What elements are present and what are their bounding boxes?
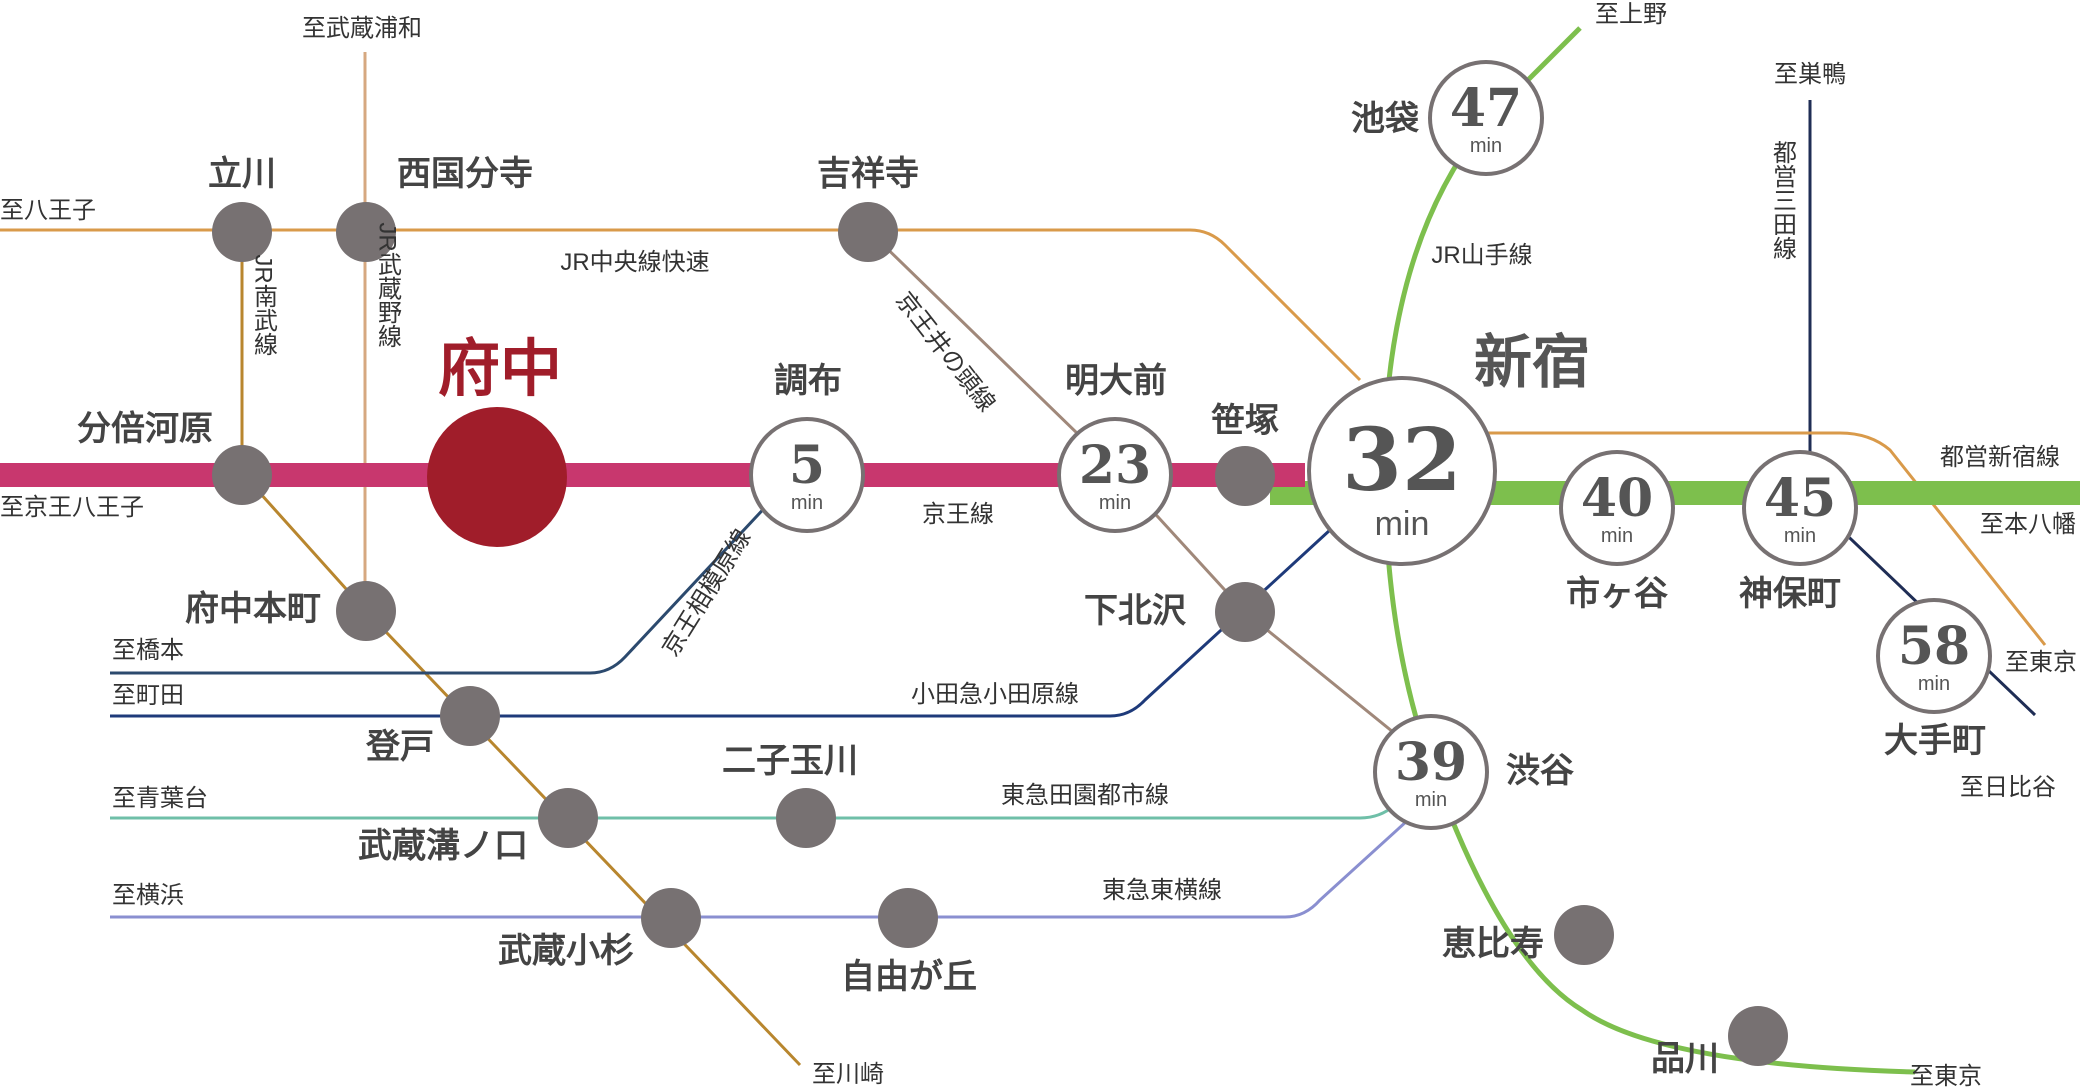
station-marker-sasazuka[interactable]	[1215, 446, 1275, 506]
station-label-bubaigawara: 分倍河原	[77, 409, 213, 449]
station-marker-musashimizonokuchi[interactable]	[538, 788, 598, 848]
station-label-shimokitazawa: 下北沢	[1084, 591, 1187, 631]
dest-keiohachioji: 至京王八王子	[0, 494, 144, 521]
timed-station-value-ichigaya: 40	[1581, 468, 1653, 529]
station-label-kichijoji: 吉祥寺	[817, 154, 919, 194]
station-marker-ebisu[interactable]	[1554, 905, 1614, 965]
line-keio-inokashira	[866, 228, 1431, 764]
station-label-shinagawa: 品川	[1651, 1039, 1719, 1079]
station-label-futakotamagawa: 二子玉川	[722, 741, 858, 781]
timed-station-value-shibuya: 39	[1395, 732, 1467, 793]
timed-station-value-jimbocho: 45	[1764, 468, 1836, 529]
timed-station-value-otemachi: 58	[1898, 616, 1970, 677]
station-marker-shimokitazawa[interactable]	[1215, 582, 1275, 642]
station-marker-noborito[interactable]	[440, 686, 500, 746]
line-tokyu-toyoko	[110, 818, 1410, 919]
dest-machida: 至町田	[112, 682, 184, 709]
station-marker-tachikawa[interactable]	[212, 202, 272, 262]
line-label-toei-shinjuku: 都営新宿線	[1940, 444, 2060, 471]
station-marker-shinagawa[interactable]	[1728, 1006, 1788, 1066]
dest-sugamo: 至巣鴨	[1774, 61, 1846, 88]
dest-hashimoto: 至橋本	[112, 637, 184, 664]
timed-station-marker-shibuya[interactable]	[1373, 714, 1489, 830]
station-marker-bubaigawara[interactable]	[212, 445, 272, 505]
dest-hachioji: 至八王子	[0, 197, 96, 224]
line-label-tokyu-toyoko: 東急東横線	[1102, 877, 1222, 904]
station-label-noborito: 登戸	[365, 727, 434, 767]
timed-station-label-meidaimae: 明大前	[1065, 361, 1167, 401]
dest-kawasaki: 至川崎	[812, 1061, 884, 1088]
line-jr-chuo-east	[1400, 431, 2047, 646]
timed-station-marker-ikebukuro[interactable]	[1428, 60, 1544, 176]
timed-station-marker-ichigaya[interactable]	[1559, 450, 1675, 566]
station-label-jiyugaoka: 自由が丘	[841, 957, 977, 997]
timed-station-value-chofu: 5	[789, 435, 825, 496]
station-label-sasazuka: 笹塚	[1211, 401, 1279, 441]
timed-station-label-jimbocho: 神保町	[1739, 574, 1841, 614]
line-jr-chuo	[0, 228, 1362, 382]
dest-yokohama: 至横浜	[112, 882, 184, 909]
timed-station-marker-jimbocho[interactable]	[1742, 450, 1858, 566]
timed-station-label-ichigaya: 市ヶ谷	[1566, 574, 1668, 614]
timed-stations: 5min調布23min明大前47min池袋40min市ヶ谷45min神保町58m…	[749, 60, 1992, 830]
timed-station-unit-jimbocho: min	[1784, 525, 1816, 547]
station-label-musashimizonokuchi: 武蔵溝ノ口	[358, 826, 528, 866]
station-label-nishikokubunji: 西国分寺	[397, 154, 533, 194]
line-label-tokyu-denentoshi: 東急田園都市線	[1001, 782, 1169, 809]
line-label-keio: 京王線	[922, 501, 994, 528]
line-label-jr-chuo: JR中央線快速	[560, 249, 709, 276]
timed-station-marker-meidaimae[interactable]	[1057, 417, 1173, 533]
timed-station-label-ikebukuro: 池袋	[1351, 99, 1419, 139]
dest-tokyo-yamanote: 至東京	[1910, 1063, 1982, 1090]
station-label-fuchuhommachi: 府中本町	[185, 589, 321, 629]
timed-station-label-chofu: 調布	[774, 361, 842, 401]
main-station-marker[interactable]	[427, 407, 567, 547]
station-label-musashikosugi: 武蔵小杉	[498, 931, 634, 971]
timed-station-unit-shibuya: min	[1415, 789, 1447, 811]
timed-station-unit-ikebukuro: min	[1470, 135, 1502, 157]
line-label-toei-mita: 都営三田線	[1769, 140, 1797, 260]
line-keio-sagamihara	[110, 468, 802, 675]
line-label-odakyu: 小田急小田原線	[911, 681, 1079, 708]
line-label-keio-sagamihara: 京王相模原線	[657, 525, 756, 661]
hub-station-marker[interactable]	[1307, 376, 1497, 566]
dest-motoyawata: 至本八幡	[1980, 511, 2076, 538]
timed-station-unit-ichigaya: min	[1601, 525, 1633, 547]
main-station-label: 府中	[438, 332, 562, 405]
line-odakyu	[110, 528, 1332, 718]
timed-station-label-otemachi: 大手町	[1884, 721, 1986, 761]
timed-station-unit-chofu: min	[791, 492, 823, 514]
dest-musashiurawa: 至武蔵浦和	[302, 15, 422, 42]
timed-station-marker-chofu[interactable]	[749, 417, 865, 533]
station-marker-jiyugaoka[interactable]	[878, 888, 938, 948]
dest-aobadai: 至青葉台	[112, 785, 208, 812]
station-marker-nishikokubunji[interactable]	[336, 202, 396, 262]
timed-station-label-shibuya: 渋谷	[1506, 751, 1574, 791]
line-label-jr-yamanote: JR山手線	[1431, 242, 1532, 269]
line-label-jr-musashino: JR武蔵野線	[374, 222, 402, 347]
station-label-tachikawa: 立川	[208, 154, 276, 194]
dest-ueno: 至上野	[1595, 1, 1667, 28]
hub-station-label: 新宿	[1474, 328, 1590, 396]
hub-time-value: 32	[1342, 410, 1462, 511]
station-marker-fuchuhommachi[interactable]	[336, 581, 396, 641]
timed-station-unit-otemachi: min	[1918, 673, 1950, 695]
hub-time-unit: min	[1375, 505, 1430, 543]
station-marker-musashikosugi[interactable]	[641, 888, 701, 948]
station-marker-kichijoji[interactable]	[838, 202, 898, 262]
station-marker-futakotamagawa[interactable]	[776, 788, 836, 848]
timed-station-marker-otemachi[interactable]	[1876, 598, 1992, 714]
timed-station-value-ikebukuro: 47	[1450, 78, 1522, 139]
dest-tokyo-chuo: 至東京	[2005, 649, 2077, 676]
timed-station-unit-meidaimae: min	[1099, 492, 1131, 514]
timed-station-value-meidaimae: 23	[1079, 435, 1151, 496]
dest-hibiya: 至日比谷	[1960, 774, 2056, 801]
line-label-jr-nambu: JR南武線	[250, 254, 278, 355]
station-label-ebisu: 恵比寿	[1442, 924, 1544, 964]
